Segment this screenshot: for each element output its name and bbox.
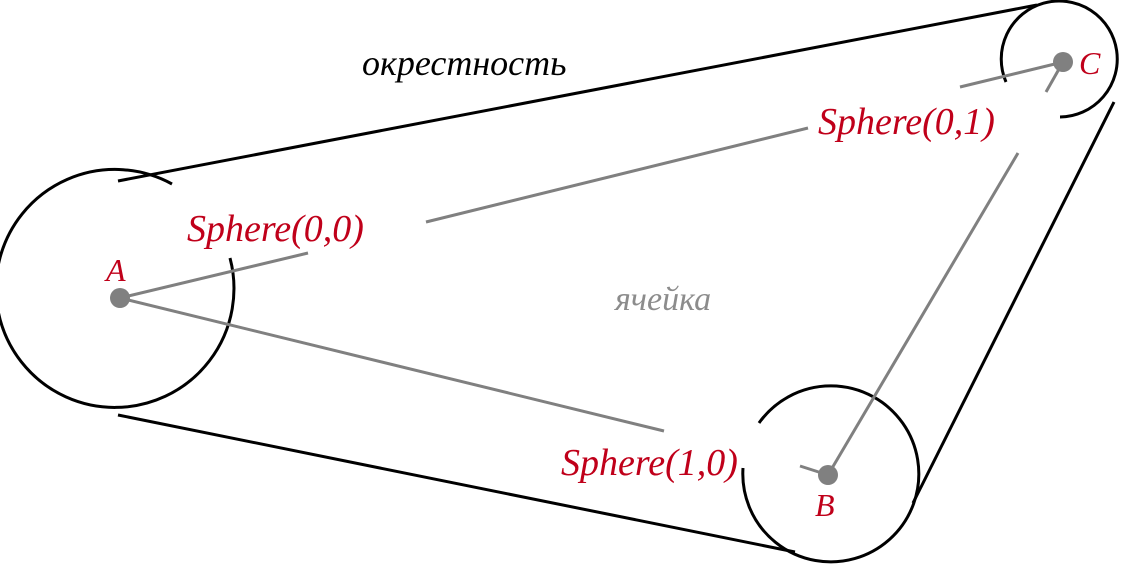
vertex-c-dot <box>1053 52 1073 72</box>
sphere-b-circle <box>741 384 921 564</box>
outline-bottom-edge <box>117 413 796 554</box>
vertex-b-dot <box>818 465 838 485</box>
cell-edge-a-c-lower <box>119 251 309 300</box>
sphere-0-1-label: Sphere(0,1) <box>818 101 995 143</box>
cell-edge-a-b <box>119 296 665 433</box>
cell-label: ячейка <box>614 281 711 318</box>
vertex-b-label: B <box>815 487 835 523</box>
vertex-a-dot <box>110 288 130 308</box>
outline-right-edge <box>911 101 1116 504</box>
sphere-a-circle <box>0 167 236 409</box>
cell-edge-a-c-upper <box>959 60 1064 89</box>
sphere-0-0-label: Sphere(0,0) <box>187 208 364 250</box>
neighborhood-label: окрестность <box>362 43 567 83</box>
outline-top-edge <box>117 3 1038 183</box>
sphere-c-circle <box>999 0 1119 119</box>
cell-edge-b-c-lower <box>826 152 1020 476</box>
cell-edge-a-c-mid <box>425 126 809 224</box>
sphere-1-0-label: Sphere(1,0) <box>561 442 738 484</box>
vertex-a-label: A <box>104 252 126 288</box>
vertex-c-label: C <box>1079 45 1101 81</box>
